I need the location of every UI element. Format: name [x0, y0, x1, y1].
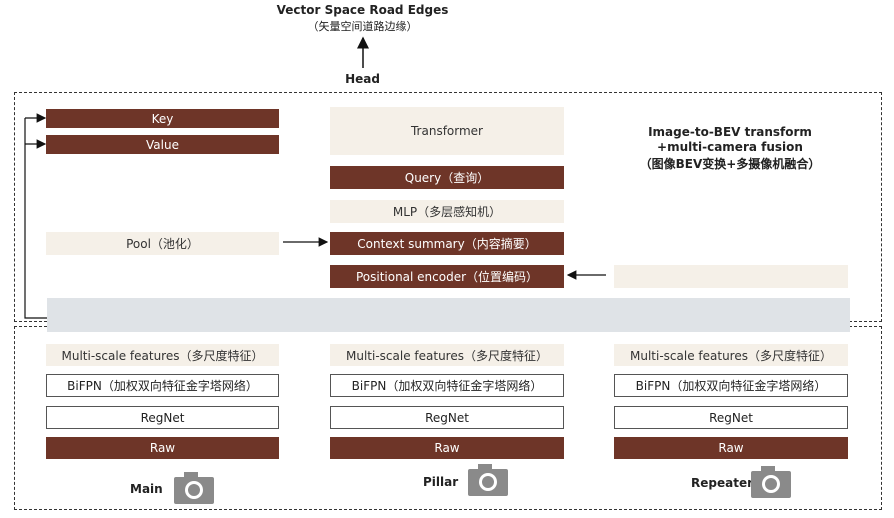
main-camera-label: Main: [130, 482, 163, 496]
pillar-bifpn-box: BiFPN（加权双向特征金字塔网络）: [330, 374, 564, 397]
fusion-caption-line2: +multi-camera fusion: [657, 140, 803, 154]
repeater-multiscale-box: Multi-scale features（多尺度特征）: [614, 344, 848, 366]
repeater-raw-box: Raw: [614, 437, 848, 459]
fusion-caption-line3: （图像BEV变换+多摄像机融合）: [639, 157, 821, 171]
pillar-multiscale-box: Multi-scale features（多尺度特征）: [330, 344, 564, 366]
key-box: Key: [46, 109, 279, 128]
pillar-camera-label: Pillar: [423, 475, 459, 489]
camera-icon-repeater: [751, 466, 791, 498]
value-box: Value: [46, 135, 279, 154]
feature-band: [47, 298, 850, 332]
main-raw-box: Raw: [46, 437, 279, 459]
query-box: Query（查询）: [330, 166, 564, 189]
head-label: Head: [345, 72, 380, 86]
repeater-regnet-box: RegNet: [614, 406, 848, 429]
head-subtitle: （矢量空间道路边缘）: [307, 20, 418, 33]
positional-encoder-box: Positional encoder（位置编码）: [330, 265, 564, 288]
main-multiscale-box: Multi-scale features（多尺度特征）: [46, 344, 279, 366]
repeater-camera-label: Repeater: [691, 476, 753, 490]
feedback-line: [24, 118, 47, 319]
positional-input-box: [614, 265, 848, 288]
context-summary-box: Context summary（内容摘要）: [330, 232, 564, 255]
head-title: Vector Space Road Edges: [276, 3, 449, 17]
transformer-box: Transformer: [330, 107, 564, 155]
main-bifpn-box: BiFPN（加权双向特征金字塔网络）: [46, 374, 279, 397]
fusion-caption-line1: Image-to-BEV transform: [648, 125, 812, 139]
pillar-raw-box: Raw: [330, 437, 564, 459]
mlp-box: MLP（多层感知机）: [330, 200, 564, 223]
main-regnet-box: RegNet: [46, 406, 279, 429]
repeater-bifpn-box: BiFPN（加权双向特征金字塔网络）: [614, 374, 848, 397]
pillar-regnet-box: RegNet: [330, 406, 564, 429]
camera-icon-main: [174, 472, 214, 504]
camera-icon-pillar: [468, 464, 508, 496]
pool-box: Pool（池化）: [46, 232, 279, 255]
